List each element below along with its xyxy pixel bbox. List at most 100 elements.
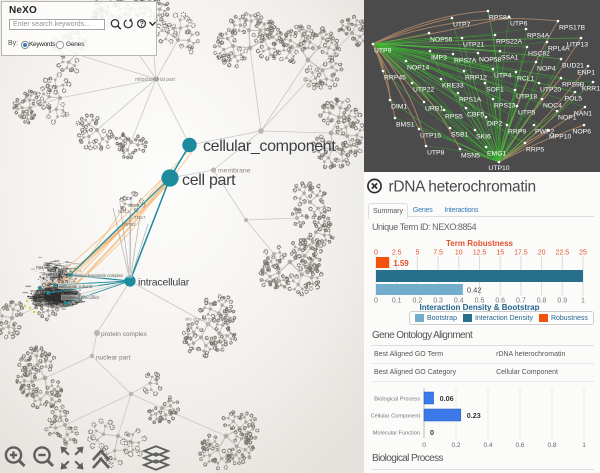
svg-text:0.6: 0.6 bbox=[515, 442, 524, 449]
svg-text:RRP45: RRP45 bbox=[384, 75, 406, 82]
svg-text:20: 20 bbox=[538, 250, 546, 257]
svg-text:nuclear part: nuclear part bbox=[96, 355, 131, 362]
svg-text:UTP20: UTP20 bbox=[540, 87, 561, 94]
svg-text:RPS1A: RPS1A bbox=[46, 272, 61, 277]
svg-text:0: 0 bbox=[430, 428, 434, 437]
svg-text:0.4: 0.4 bbox=[483, 442, 492, 449]
svg-text:intracellular: intracellular bbox=[138, 277, 190, 289]
svg-text:UTP7: UTP7 bbox=[453, 22, 471, 29]
svg-text:MPP10: MPP10 bbox=[549, 134, 572, 141]
svg-text:7.5: 7.5 bbox=[433, 250, 443, 257]
svg-text:NDL2: NDL2 bbox=[118, 209, 130, 214]
svg-text:MSN5: MSN5 bbox=[461, 153, 480, 160]
svg-text:membrane: membrane bbox=[218, 168, 251, 175]
svg-text:RPS22A: RPS22A bbox=[496, 39, 523, 46]
svg-text:1: 1 bbox=[582, 442, 586, 449]
svg-text:protein complex: protein complex bbox=[101, 331, 148, 338]
svg-text:RRP9: RRP9 bbox=[508, 129, 526, 136]
svg-text:Biological Process: Biological Process bbox=[374, 396, 420, 402]
svg-text:5: 5 bbox=[415, 250, 419, 257]
svg-text:UTP6: UTP6 bbox=[510, 21, 528, 28]
svg-text:RPS7A: RPS7A bbox=[454, 58, 477, 65]
svg-text:UTP5: UTP5 bbox=[518, 110, 536, 117]
svg-text:UTP13: UTP13 bbox=[567, 42, 588, 49]
svg-text:DIP2: DIP2 bbox=[487, 121, 502, 128]
svg-text:UTP10: UTP10 bbox=[488, 165, 509, 172]
svg-text:IMP3: IMP3 bbox=[431, 55, 447, 62]
svg-text:SSA1: SSA1 bbox=[501, 55, 519, 62]
svg-text:CBF5: CBF5 bbox=[467, 112, 485, 119]
svg-text:RPS4A: RPS4A bbox=[527, 33, 550, 40]
svg-text:cell part: cell part bbox=[182, 172, 236, 189]
svg-text:UTP9: UTP9 bbox=[374, 48, 392, 55]
svg-text:HSC82: HSC82 bbox=[528, 51, 550, 58]
svg-text:25: 25 bbox=[579, 250, 587, 257]
svg-text:ribonucleoprotein complex: ribonucleoprotein complex bbox=[74, 273, 124, 278]
svg-text:BMS1: BMS1 bbox=[396, 122, 415, 129]
svg-text:cellular_component: cellular_component bbox=[203, 138, 336, 155]
svg-text:0.9: 0.9 bbox=[557, 298, 567, 305]
svg-text:ribosomal precursor: ribosomal precursor bbox=[62, 295, 100, 300]
svg-text:SKI6: SKI6 bbox=[476, 134, 491, 141]
svg-text:POL5: POL5 bbox=[565, 96, 583, 103]
svg-text:SOF1: SOF1 bbox=[486, 87, 504, 94]
svg-text:ENP1: ENP1 bbox=[577, 70, 595, 77]
svg-text:UTP8: UTP8 bbox=[427, 150, 445, 157]
svg-text:BUD21: BUD21 bbox=[562, 63, 584, 70]
svg-text:2.5: 2.5 bbox=[392, 250, 402, 257]
svg-text:0.42: 0.42 bbox=[467, 286, 482, 295]
svg-text:DIM1: DIM1 bbox=[391, 104, 407, 111]
svg-text:NOP6: NOP6 bbox=[572, 129, 591, 136]
svg-text:0: 0 bbox=[374, 250, 378, 257]
svg-text:17.5: 17.5 bbox=[514, 250, 528, 257]
svg-text:KRE33: KRE33 bbox=[442, 83, 464, 90]
svg-text:0: 0 bbox=[374, 298, 378, 305]
svg-text:?: ? bbox=[140, 21, 144, 28]
svg-text:UTP22: UTP22 bbox=[413, 87, 434, 94]
svg-text:0.8: 0.8 bbox=[547, 442, 556, 449]
svg-text:Term Robustness: Term Robustness bbox=[446, 239, 514, 248]
svg-text:0: 0 bbox=[422, 442, 426, 449]
svg-text:0.1: 0.1 bbox=[392, 298, 402, 305]
svg-text:ribosomal subunit: ribosomal subunit bbox=[59, 284, 93, 289]
svg-text:SSB1: SSB1 bbox=[451, 132, 469, 139]
svg-text:RPS17B: RPS17B bbox=[559, 25, 586, 32]
svg-text:RPS5: RPS5 bbox=[445, 114, 463, 121]
svg-text:RPS1A: RPS1A bbox=[459, 97, 482, 104]
svg-text:UTP18: UTP18 bbox=[516, 94, 537, 101]
svg-text:15: 15 bbox=[496, 250, 504, 257]
svg-text:NOP58: NOP58 bbox=[479, 57, 502, 64]
svg-text:POL5: POL5 bbox=[120, 196, 132, 201]
svg-text:RRP5: RRP5 bbox=[526, 147, 544, 154]
svg-text:site of polarized growth: site of polarized growth bbox=[185, 317, 231, 322]
svg-text:1.59: 1.59 bbox=[393, 259, 409, 268]
svg-text:RPS13: RPS13 bbox=[494, 103, 516, 110]
svg-text:Molecular Function: Molecular Function bbox=[373, 430, 420, 436]
svg-text:NOP56: NOP56 bbox=[430, 37, 453, 44]
svg-text:P21A: P21A bbox=[36, 265, 46, 270]
svg-text:12.5: 12.5 bbox=[473, 250, 487, 257]
svg-text:UTP21: UTP21 bbox=[463, 42, 484, 49]
svg-text:SOL3: SOL3 bbox=[128, 203, 140, 208]
svg-text:NAN1: NAN1 bbox=[574, 111, 592, 118]
svg-text:URB1: URB1 bbox=[425, 106, 443, 113]
svg-text:UTP4: UTP4 bbox=[494, 73, 512, 80]
svg-text:Interaction Density & Bootstra: Interaction Density & Bootstrap bbox=[419, 303, 539, 311]
svg-text:RPS2: RPS2 bbox=[124, 222, 136, 227]
svg-text:Cellular Component: Cellular Component bbox=[371, 413, 421, 419]
svg-text:NOC4: NOC4 bbox=[543, 103, 562, 110]
svg-text:NOP14: NOP14 bbox=[407, 65, 430, 72]
svg-text:NOP4: NOP4 bbox=[537, 66, 556, 73]
svg-text:10: 10 bbox=[455, 250, 463, 257]
svg-text:0.2: 0.2 bbox=[451, 442, 460, 449]
svg-text:EMG1: EMG1 bbox=[487, 151, 506, 158]
svg-text:RRP12: RRP12 bbox=[465, 75, 487, 82]
svg-text:KRR1: KRR1 bbox=[582, 86, 600, 93]
svg-text:0.06: 0.06 bbox=[440, 394, 454, 403]
svg-text:RCL1: RCL1 bbox=[517, 76, 535, 83]
svg-text:0.23: 0.23 bbox=[467, 411, 481, 420]
svg-text:mitochondrial part: mitochondrial part bbox=[135, 77, 175, 83]
svg-text:TDA7: TDA7 bbox=[134, 215, 146, 220]
svg-text:1: 1 bbox=[581, 298, 585, 305]
svg-text:22.5: 22.5 bbox=[555, 250, 569, 257]
